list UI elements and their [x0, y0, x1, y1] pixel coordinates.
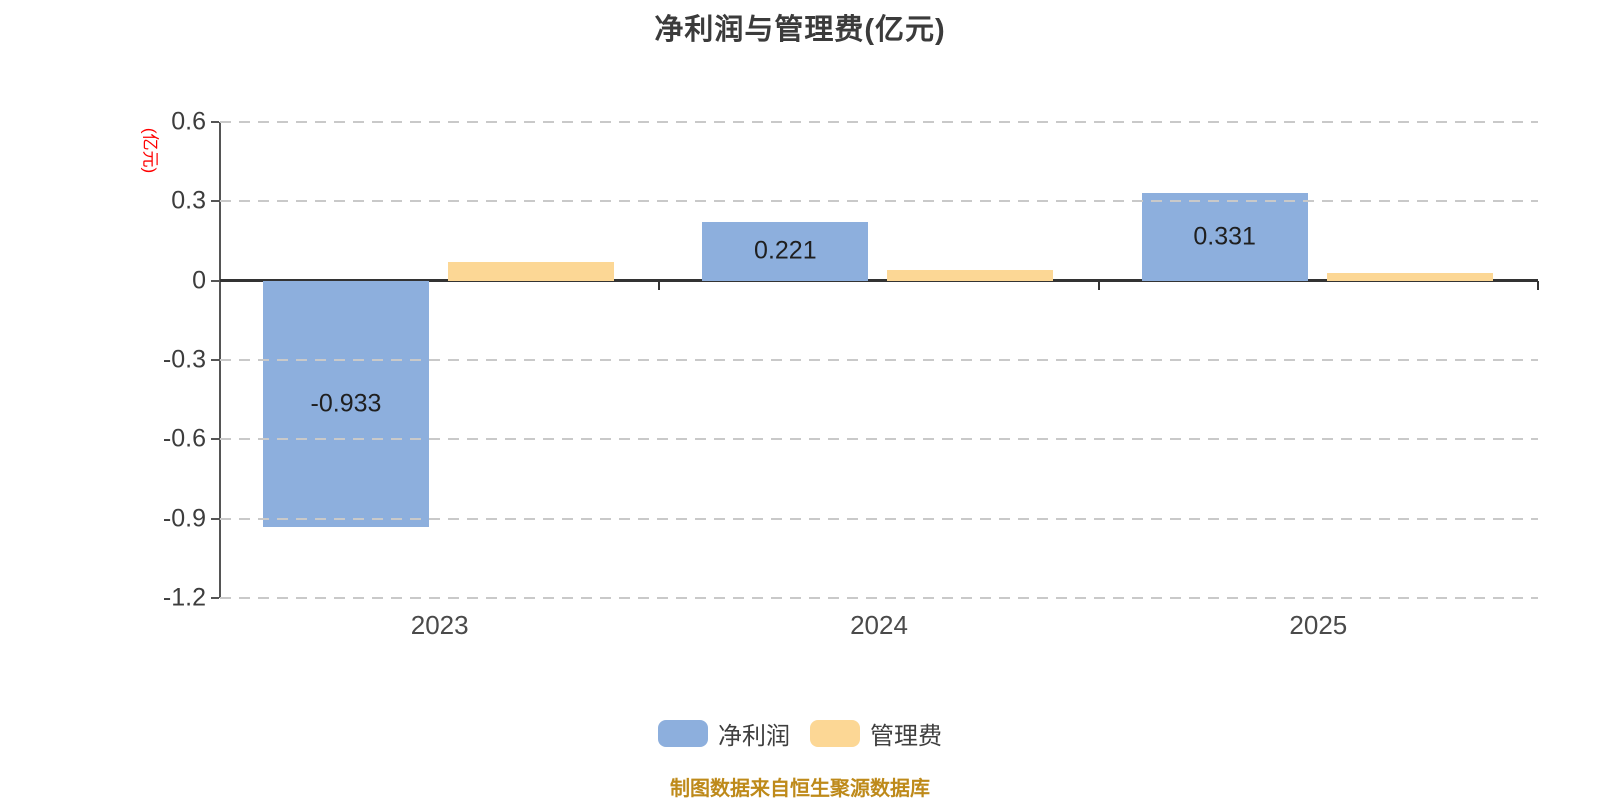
zero-axis-line	[220, 279, 1538, 283]
y-tick-0.6	[211, 121, 219, 123]
y-tick-label--0.6: -0.6	[162, 424, 206, 453]
legend-label-net-profit: 净利润	[718, 723, 790, 750]
value-label-net-profit-2023: -0.933	[310, 389, 382, 418]
value-label-net-profit-2024: 0.221	[754, 236, 817, 265]
gridline--0.6	[220, 438, 1538, 441]
legend-label-mgmt-fee: 管理费	[870, 723, 942, 750]
y-tick-0	[211, 279, 219, 282]
y-tick-label-0.3: 0.3	[171, 186, 206, 215]
y-tick-label--0.9: -0.9	[162, 504, 206, 533]
x-label-2025: 2025	[1289, 610, 1348, 640]
x-boundary-tick-2	[1097, 280, 1100, 290]
y-tick-label--1.2: -1.2	[162, 583, 206, 612]
legend-item-mgmt-fee[interactable]: 管理费	[810, 716, 942, 751]
gridline-0.3	[220, 200, 1538, 203]
x-label-2023: 2023	[410, 610, 469, 640]
data-source-note: 制图数据来自恒生聚源数据库	[670, 778, 930, 800]
y-tick-0.3	[211, 200, 219, 203]
legend-item-net-profit[interactable]: 净利润	[658, 716, 790, 751]
chart-title: 净利润与管理费(亿元)	[654, 14, 946, 46]
x-boundary-tick-1	[658, 280, 661, 290]
bar-net-profit-2024[interactable]	[702, 222, 869, 281]
x-boundary-tick-3	[1537, 280, 1539, 290]
legend: 净利润 管理费	[0, 716, 1600, 751]
y-tick--0.3	[211, 359, 219, 361]
y-tick--0.6	[211, 438, 219, 441]
value-label-net-profit-2025: 0.331	[1193, 222, 1256, 251]
gridline--0.3	[220, 359, 1538, 361]
bar-net-profit-2023[interactable]	[263, 280, 429, 528]
net-profit-swatch-icon	[658, 720, 708, 747]
gridline--0.9	[220, 517, 1538, 520]
gridline-0.6	[220, 121, 1538, 123]
bar-mgmt-fee-2024[interactable]	[887, 270, 1054, 281]
bar-mgmt-fee-2023[interactable]	[448, 262, 614, 281]
bar-mgmt-fee-2025[interactable]	[1326, 272, 1493, 281]
gridline--1.2	[220, 597, 1538, 599]
x-label-2024: 2024	[850, 610, 908, 640]
y-tick-label-0: 0	[192, 266, 206, 295]
mgmt-fee-swatch-icon	[810, 720, 860, 747]
y-tick-label--0.3: -0.3	[162, 345, 206, 374]
y-tick--0.9	[211, 517, 219, 520]
bar-net-profit-2025[interactable]	[1141, 193, 1308, 281]
y-tick--1.2	[211, 597, 219, 599]
y-tick-label-0.6: 0.6	[171, 107, 206, 136]
